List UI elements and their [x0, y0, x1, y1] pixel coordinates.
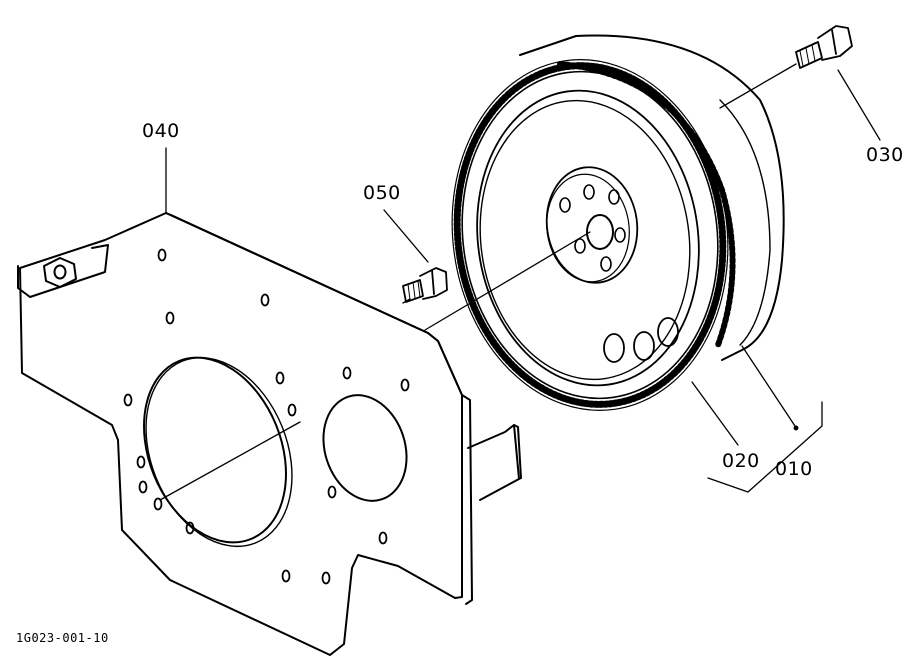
mounting-plate-040 — [17, 212, 522, 656]
centre-line-3 — [402, 298, 411, 304]
callout-020: 020 — [722, 450, 760, 472]
document-number: 1G023-001-10 — [16, 631, 109, 645]
plate-large-bore-lip — [145, 356, 293, 548]
centre-line-1 — [159, 421, 301, 501]
plate-outline — [19, 212, 463, 656]
tab-hole — [53, 264, 67, 280]
bolt-030 — [795, 25, 853, 69]
flywheel-back-edge — [719, 99, 771, 346]
flywheel-balance-holes — [603, 317, 679, 363]
leader-050 — [383, 209, 429, 263]
centre-line-4 — [719, 63, 797, 109]
leader-lines — [159, 63, 881, 501]
bracket-010 — [707, 401, 823, 493]
plate-bolt-holes — [123, 248, 410, 585]
plate-thickness-edge — [165, 212, 473, 605]
bolt-050 — [402, 267, 448, 303]
hub-bolt-holes — [559, 184, 626, 272]
centre-line-2 — [424, 231, 591, 331]
flywheel-rim-side — [519, 34, 785, 361]
tab-boss — [43, 257, 77, 288]
hub-center-bore — [586, 214, 614, 250]
callout-050: 050 — [363, 182, 401, 204]
flywheel-face-rim — [476, 89, 700, 387]
flywheel-020 — [451, 34, 785, 411]
rear-bracket — [467, 424, 520, 501]
callout-010: 010 — [775, 458, 813, 480]
plate-tab — [17, 244, 109, 298]
plate-small-bore — [322, 394, 408, 502]
leader-010a — [741, 345, 796, 427]
callout-040: 040 — [142, 120, 180, 142]
leader-030 — [837, 69, 881, 141]
plate-large-bore — [143, 356, 287, 544]
leader-020 — [691, 381, 739, 446]
callout-030: 030 — [866, 144, 904, 166]
